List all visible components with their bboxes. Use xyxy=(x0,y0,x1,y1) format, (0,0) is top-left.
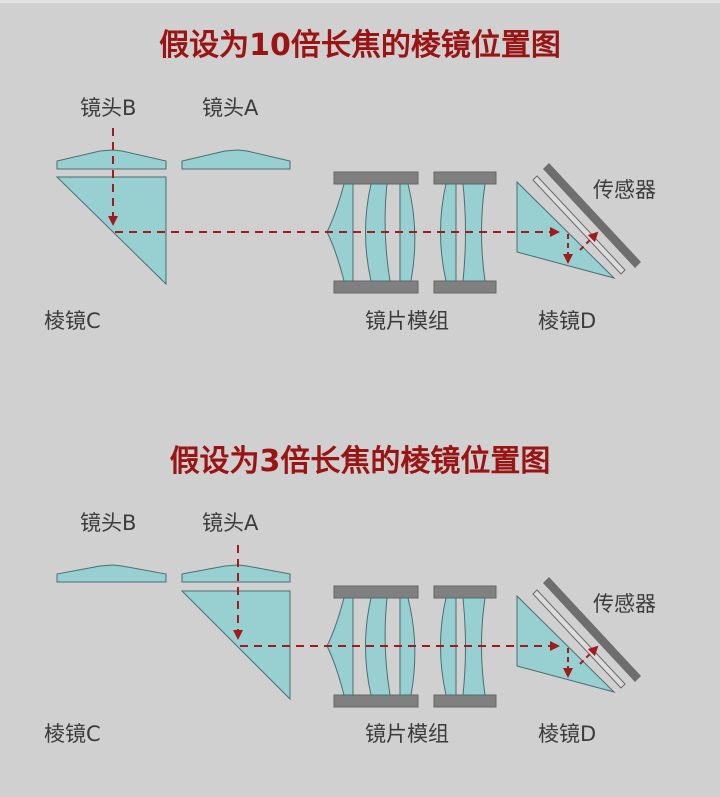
label-prism-d: 棱镜D xyxy=(538,309,597,333)
prism-d-shape xyxy=(516,180,616,279)
label-lens-a: 镜头A xyxy=(202,96,259,120)
lens-b-shape xyxy=(56,149,167,170)
label-prism-c: 棱镜C xyxy=(44,722,101,746)
panel-10x xyxy=(55,128,641,294)
prism-c-shape xyxy=(55,176,167,286)
label-sensor: 传感器 xyxy=(593,178,656,202)
label-lens-module: 镜片模组 xyxy=(365,309,449,333)
holder-bot-1 xyxy=(333,280,419,294)
holder-top-2 xyxy=(433,171,497,185)
label-prism-d: 棱镜D xyxy=(538,722,597,746)
label-sensor: 传感器 xyxy=(593,592,656,616)
lens-a-shape xyxy=(181,149,291,170)
label-prism-c: 棱镜C xyxy=(44,309,101,333)
sensor-shape xyxy=(543,163,641,268)
holder-top-1 xyxy=(333,171,419,185)
panel-2-title: 假设为3倍长焦的棱镜位置图 xyxy=(169,444,551,479)
label-lens-a: 镜头A xyxy=(202,511,259,535)
label-lens-b: 镜头B xyxy=(80,511,137,535)
holder-bot-2 xyxy=(433,280,497,294)
top-border xyxy=(0,0,720,3)
panel-1-title: 假设为10倍长焦的棱镜位置图 xyxy=(159,28,561,63)
label-lens-b: 镜头B xyxy=(80,96,137,120)
label-lens-module: 镜片模组 xyxy=(365,722,449,746)
panel-3x xyxy=(56,545,641,708)
